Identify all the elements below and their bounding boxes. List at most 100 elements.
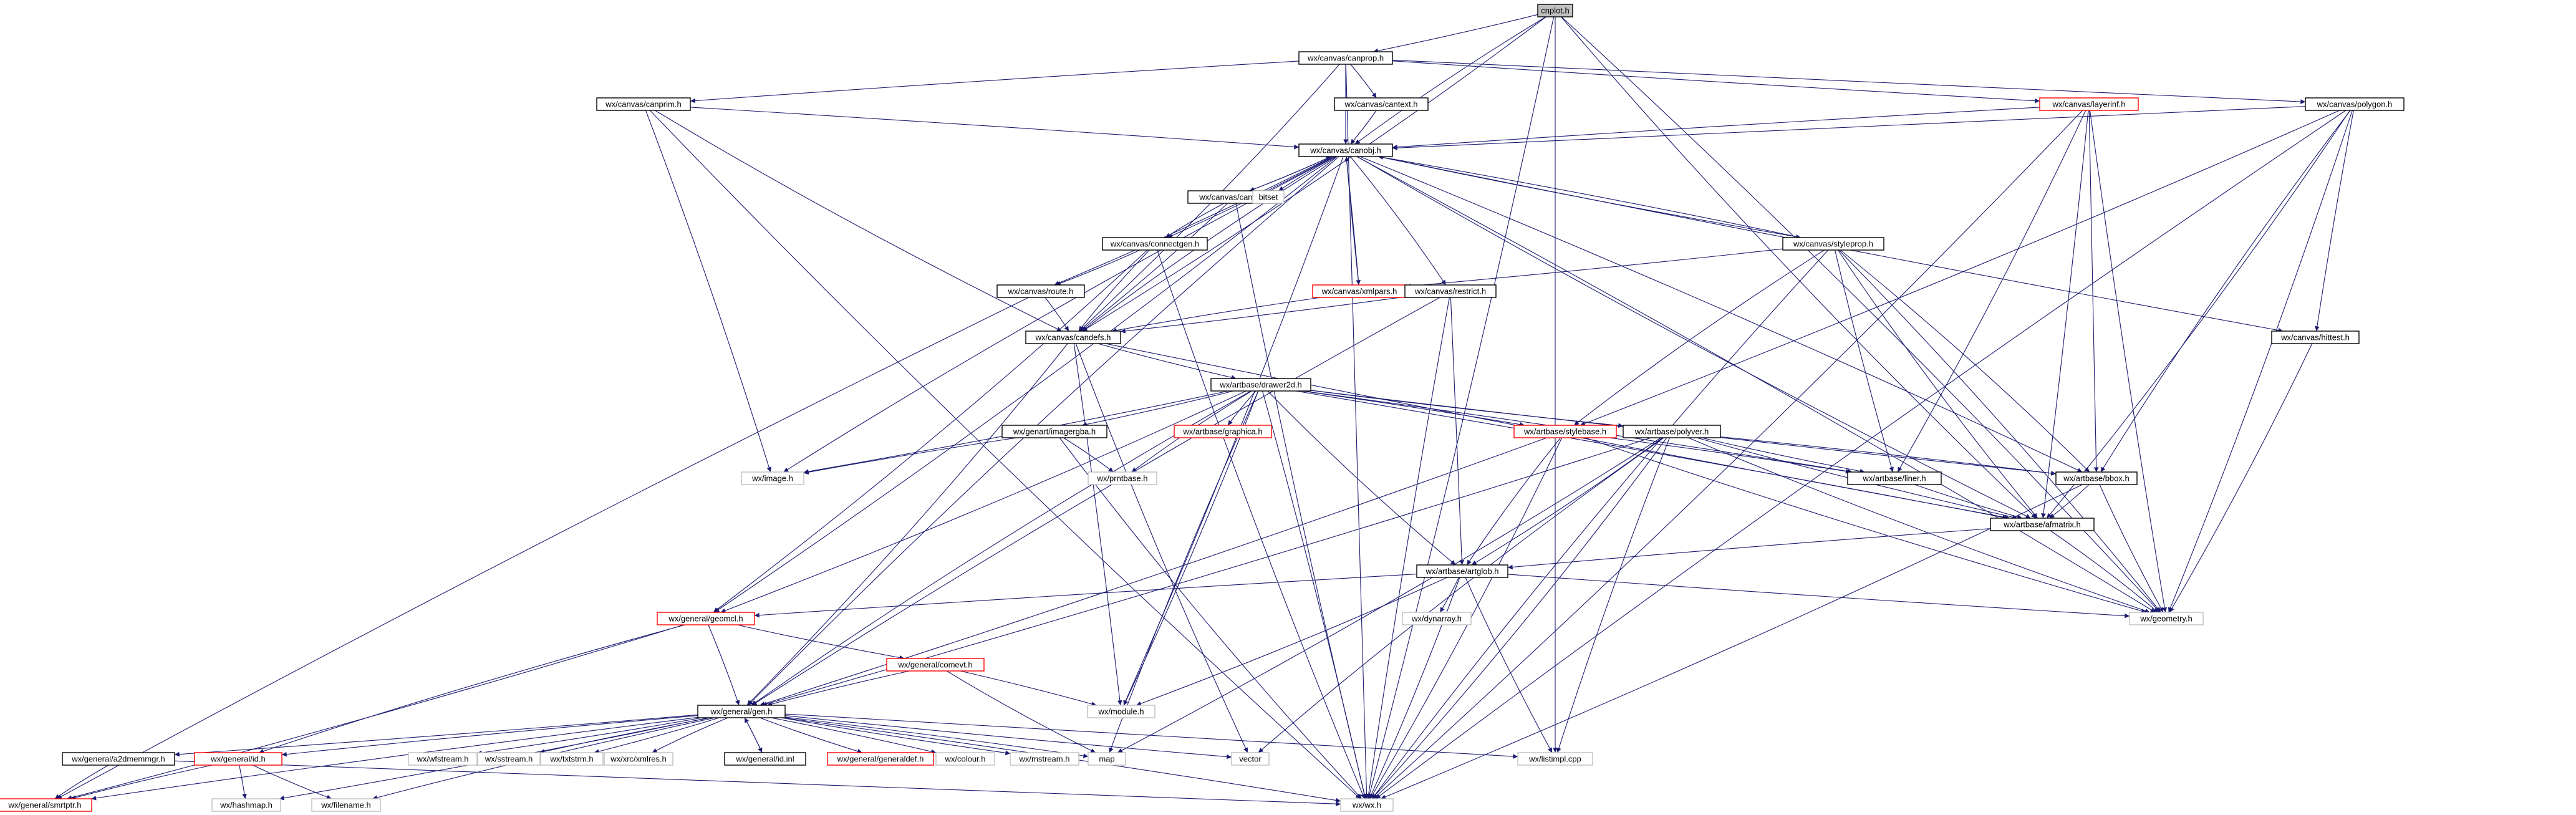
node-a2dmemmgr[interactable]: wx/general/a2dmemmgr.h bbox=[62, 752, 175, 766]
node-box-graphica[interactable] bbox=[1174, 425, 1272, 438]
node-candefs[interactable]: wx/canvas/candefs.h bbox=[1025, 330, 1121, 344]
node-idh[interactable]: wx/general/id.h bbox=[194, 752, 282, 766]
node-canprim[interactable]: wx/canvas/canprim.h bbox=[596, 97, 691, 111]
node-box-route[interactable] bbox=[996, 284, 1085, 298]
node-box-geomcl[interactable] bbox=[657, 612, 755, 625]
node-listimpl[interactable]: wx/listimpl.cpp bbox=[1517, 752, 1593, 766]
node-afmatrix[interactable]: wx/artbase/afmatrix.h bbox=[1990, 518, 2095, 531]
node-box-sstream[interactable] bbox=[477, 752, 541, 766]
node-graphica[interactable]: wx/artbase/graphica.h bbox=[1174, 425, 1272, 438]
node-box-dynarray[interactable] bbox=[1402, 612, 1472, 625]
node-prntbase[interactable]: wx/prntbase.h bbox=[1088, 471, 1157, 485]
edge-gen-to-map bbox=[784, 716, 1089, 758]
node-mstream[interactable]: wx/mstream.h bbox=[1010, 752, 1079, 766]
edge-afmatrix-to-geometry bbox=[2050, 530, 2159, 613]
node-box-artglob[interactable] bbox=[1416, 564, 1508, 578]
node-box-colour[interactable] bbox=[935, 752, 995, 766]
node-imagergba[interactable]: wx/genart/imagergba.h bbox=[1001, 425, 1107, 438]
node-artglob[interactable]: wx/artbase/artglob.h bbox=[1416, 564, 1508, 578]
node-cantext[interactable]: wx/canvas/cantext.h bbox=[1334, 97, 1429, 111]
node-box-drawer2d[interactable] bbox=[1210, 378, 1311, 392]
node-bbox[interactable]: wx/artbase/bbox.h bbox=[2055, 471, 2138, 485]
node-hittest[interactable]: wx/canvas/hittest.h bbox=[2271, 330, 2360, 344]
node-filename[interactable]: wx/filename.h bbox=[311, 798, 381, 812]
node-box-styleprop[interactable] bbox=[1782, 237, 1884, 251]
node-polyver[interactable]: wx/artbase/polyver.h bbox=[1623, 425, 1721, 438]
node-box-txtstrm[interactable] bbox=[540, 752, 604, 766]
node-liner[interactable]: wx/artbase/liner.h bbox=[1847, 471, 1942, 485]
node-styleprop[interactable]: wx/canvas/styleprop.h bbox=[1782, 237, 1884, 251]
node-box-idinl[interactable] bbox=[724, 752, 806, 766]
node-box-polygon[interactable] bbox=[2305, 97, 2405, 111]
node-map[interactable]: map bbox=[1088, 752, 1126, 766]
node-stylebase[interactable]: wx/artbase/stylebase.h bbox=[1513, 425, 1617, 438]
node-drawer2d[interactable]: wx/artbase/drawer2d.h bbox=[1210, 378, 1311, 392]
node-box-listimpl[interactable] bbox=[1517, 752, 1593, 766]
node-box-stylebase[interactable] bbox=[1513, 425, 1617, 438]
node-hashmap[interactable]: wx/hashmap.h bbox=[211, 798, 281, 812]
node-box-map[interactable] bbox=[1088, 752, 1126, 766]
node-box-cnr[interactable] bbox=[1537, 4, 1573, 17]
node-box-canprim[interactable] bbox=[596, 97, 691, 111]
node-vector[interactable]: vector bbox=[1231, 752, 1270, 766]
node-box-cantext[interactable] bbox=[1334, 97, 1429, 111]
node-box-module[interactable] bbox=[1087, 705, 1155, 718]
node-box-vector[interactable] bbox=[1231, 752, 1270, 766]
node-box-smrtptr[interactable] bbox=[0, 798, 92, 812]
node-bitset[interactable]: bitset bbox=[1252, 190, 1285, 204]
node-connectgen[interactable]: wx/canvas/connectgen.h bbox=[1102, 237, 1208, 251]
node-box-connectgen[interactable] bbox=[1102, 237, 1208, 251]
node-box-canprop[interactable] bbox=[1298, 51, 1393, 65]
node-txtstrm[interactable]: wx/txtstrm.h bbox=[540, 752, 604, 766]
node-box-layerinf[interactable] bbox=[2039, 97, 2139, 111]
edge-layerinf-to-canobj bbox=[1392, 107, 2040, 150]
node-box-hittest[interactable] bbox=[2271, 330, 2360, 344]
node-cnr[interactable]: cnplot.h bbox=[1537, 4, 1573, 17]
node-box-candefs[interactable] bbox=[1025, 330, 1121, 344]
node-box-a2dmemmgr[interactable] bbox=[62, 752, 175, 766]
node-box-comevt[interactable] bbox=[886, 658, 985, 672]
node-box-filename[interactable] bbox=[311, 798, 381, 812]
node-box-image[interactable] bbox=[741, 471, 804, 485]
node-polygon[interactable]: wx/canvas/polygon.h bbox=[2305, 97, 2405, 111]
node-xmlres[interactable]: wx/xrc/xmlres.h bbox=[604, 752, 673, 766]
node-dynarray[interactable]: wx/dynarray.h bbox=[1402, 612, 1472, 625]
node-wxh[interactable]: wx/wx.h bbox=[1340, 798, 1394, 812]
node-box-polyver[interactable] bbox=[1623, 425, 1721, 438]
node-generaldef[interactable]: wx/general/generaldef.h bbox=[827, 752, 934, 766]
node-box-xmlres[interactable] bbox=[604, 752, 673, 766]
node-box-bbox[interactable] bbox=[2055, 471, 2138, 485]
node-box-liner[interactable] bbox=[1847, 471, 1942, 485]
node-smrtptr[interactable]: wx/general/smrtptr.h bbox=[0, 798, 92, 812]
node-box-restrict[interactable] bbox=[1404, 284, 1497, 298]
node-geomcl[interactable]: wx/general/geomcl.h bbox=[657, 612, 755, 625]
node-restrict[interactable]: wx/canvas/restrict.h bbox=[1404, 284, 1497, 298]
node-idinl[interactable]: wx/general/id.inl bbox=[724, 752, 806, 766]
node-box-generaldef[interactable] bbox=[827, 752, 934, 766]
node-box-mstream[interactable] bbox=[1010, 752, 1079, 766]
node-box-wxh[interactable] bbox=[1340, 798, 1394, 812]
node-wfstream[interactable]: wx/wfstream.h bbox=[408, 752, 478, 766]
node-box-hashmap[interactable] bbox=[211, 798, 281, 812]
node-geometry[interactable]: wx/geometry.h bbox=[2129, 612, 2204, 625]
node-box-gen[interactable] bbox=[697, 705, 786, 718]
node-box-prntbase[interactable] bbox=[1088, 471, 1157, 485]
node-canprop[interactable]: wx/canvas/canprop.h bbox=[1298, 51, 1393, 65]
node-xmlpars[interactable]: wx/canvas/xmlpars.h bbox=[1312, 284, 1407, 298]
node-sstream[interactable]: wx/sstream.h bbox=[477, 752, 541, 766]
node-box-wfstream[interactable] bbox=[408, 752, 478, 766]
node-comevt[interactable]: wx/general/comevt.h bbox=[886, 658, 985, 672]
node-box-idh[interactable] bbox=[194, 752, 282, 766]
node-colour[interactable]: wx/colour.h bbox=[935, 752, 995, 766]
node-gen[interactable]: wx/general/gen.h bbox=[697, 705, 786, 718]
node-module[interactable]: wx/module.h bbox=[1087, 705, 1155, 718]
node-box-bitset[interactable] bbox=[1252, 190, 1285, 204]
node-box-geometry[interactable] bbox=[2129, 612, 2204, 625]
node-layerinf[interactable]: wx/canvas/layerinf.h bbox=[2039, 97, 2139, 111]
node-canobj[interactable]: wx/canvas/canobj.h bbox=[1298, 143, 1393, 157]
node-image[interactable]: wx/image.h bbox=[741, 471, 804, 485]
node-box-afmatrix[interactable] bbox=[1990, 518, 2095, 531]
node-box-imagergba[interactable] bbox=[1001, 425, 1107, 438]
node-box-canobj[interactable] bbox=[1298, 143, 1393, 157]
node-route[interactable]: wx/canvas/route.h bbox=[996, 284, 1085, 298]
